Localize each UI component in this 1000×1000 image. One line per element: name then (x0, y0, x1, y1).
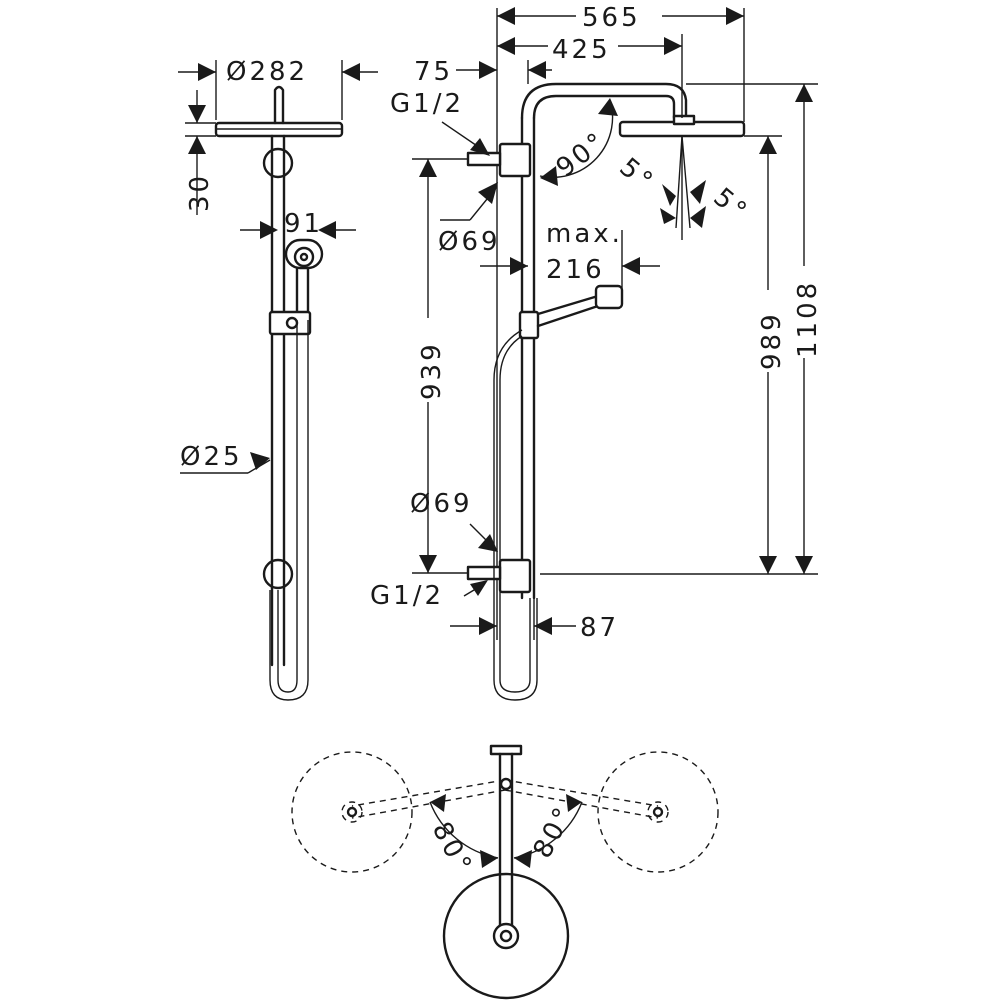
side-slider (518, 310, 540, 340)
side-bracket-bottom (498, 558, 532, 594)
dim-75: 75 (414, 57, 453, 87)
rotation-80-right: 80° (528, 801, 580, 864)
front-bracket-bottom (262, 558, 294, 590)
side-bracket-top (498, 142, 532, 178)
dim-height-30: 30 (185, 173, 215, 212)
front-bracket-top (262, 147, 294, 179)
dim-dia-69-top: Ø69 (438, 227, 501, 257)
side-hose-outer (499, 335, 531, 693)
side-shower-arm-outer (520, 82, 688, 120)
dim-87: 87 (580, 613, 619, 643)
dim-dia-25: Ø25 (180, 442, 243, 472)
top-wall-plate (489, 744, 523, 756)
angle-5-lower: 5° (708, 182, 755, 228)
thread-bottom: G1/2 (370, 581, 444, 611)
rotated-head-right (597, 751, 719, 873)
angle-5-upper: 5° (614, 152, 661, 198)
dim-dia-282: Ø282 (226, 57, 308, 87)
dim-216: 216 (546, 255, 605, 285)
side-hose-inner (493, 329, 538, 701)
dim-425: 425 (552, 35, 611, 65)
side-hand-shower (536, 294, 600, 328)
dim-939: 939 (417, 341, 447, 400)
front-top-arm (273, 85, 285, 125)
thread-top: G1/2 (390, 89, 464, 119)
arrow (198, 63, 216, 81)
side-view: 565 425 75 G1/2 90° 5° 5° (370, 2, 823, 701)
side-shower-arm-inner (532, 94, 676, 120)
dim-565: 565 (582, 3, 641, 33)
rotated-head-left (291, 751, 413, 873)
dim-989: 989 (757, 311, 787, 370)
front-slider (268, 310, 312, 336)
dim-dia-69-bottom: Ø69 (410, 489, 473, 519)
angle-90: 90° (551, 126, 613, 184)
arrow (342, 63, 360, 81)
dim-91: 91 (284, 209, 323, 239)
front-view: Ø282 30 91 Ø25 (178, 57, 378, 701)
label-max: max. (546, 219, 623, 249)
top-view: 80° 80° (291, 744, 719, 1000)
dim-1108: 1108 (793, 280, 823, 358)
top-shower-head (442, 872, 570, 1000)
